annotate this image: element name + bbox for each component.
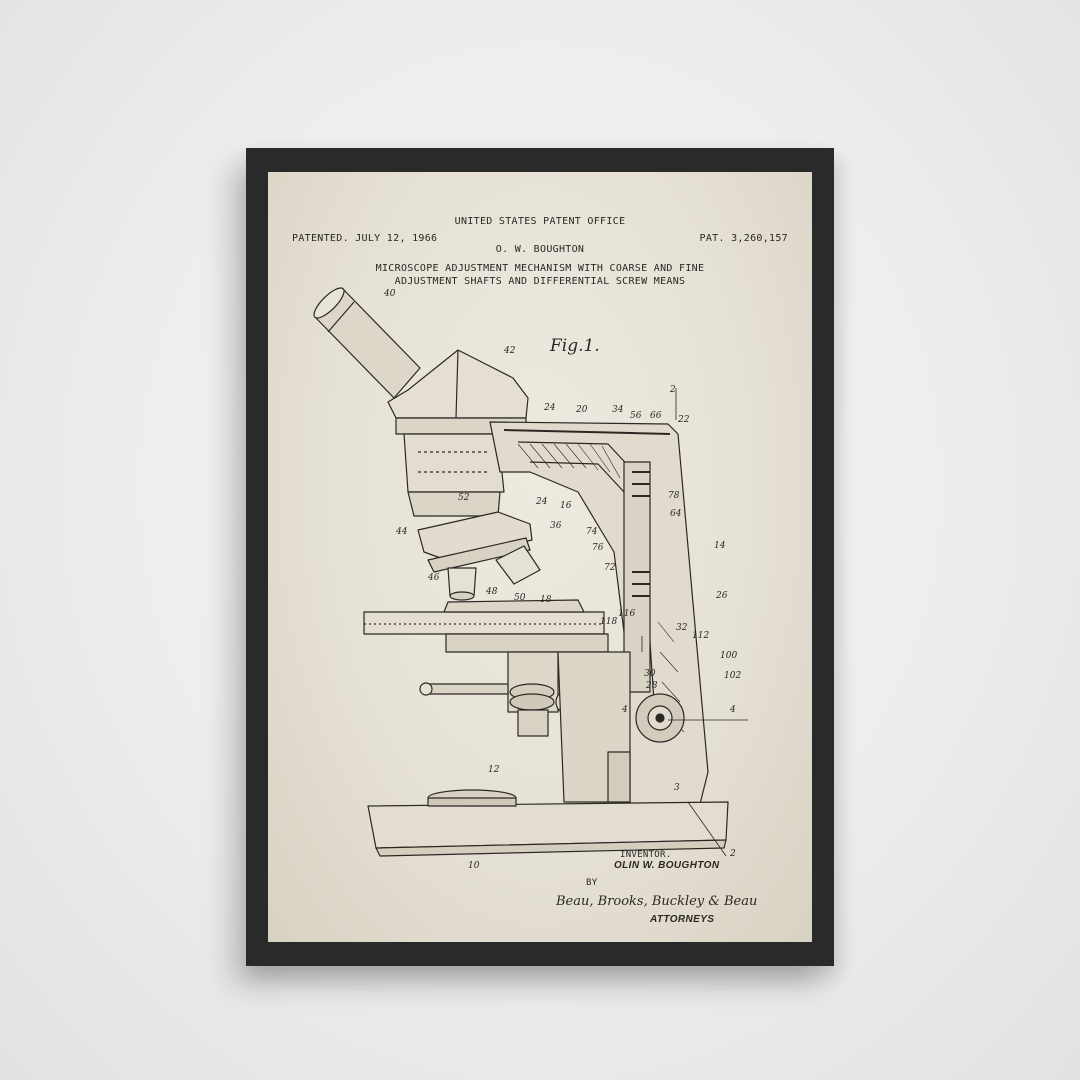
nosepiece-body <box>403 433 505 517</box>
support-pillar <box>557 651 631 803</box>
ref-label: 3 <box>674 783 680 793</box>
ref-label: 24 <box>543 403 556 413</box>
ref-label: 22 <box>677 415 690 425</box>
ref-label: 2 <box>729 849 736 859</box>
ref-label: 28 <box>645 681 658 691</box>
ref-label: 102 <box>724 671 741 681</box>
ref-label: 50 <box>514 593 526 603</box>
ref-label: 14 <box>714 541 726 551</box>
inventor-label: INVENTOR. <box>620 850 672 860</box>
ref-label: 30 <box>644 669 656 679</box>
ref-label: 12 <box>488 765 500 775</box>
ref-label: 10 <box>468 861 480 871</box>
fine-focus-knob <box>635 693 685 743</box>
ref-label: 4 <box>621 705 628 715</box>
reference-labels: 40 42 24 20 34 56 66 22 2 52 16 24 78 64… <box>383 289 741 871</box>
poster-frame: UNITED STATES PATENT OFFICE PATENTED. JU… <box>246 148 834 966</box>
microscope-base <box>367 789 729 857</box>
ref-label: 46 <box>427 573 440 583</box>
ref-label: 72 <box>604 563 616 573</box>
ref-label: 44 <box>395 527 408 537</box>
ref-label: 18 <box>540 595 552 605</box>
ref-label: 100 <box>720 651 737 661</box>
ref-label: 66 <box>650 411 662 421</box>
ref-label: 32 <box>676 623 688 633</box>
patented-date: PATENTED. JULY 12, 1966 <box>292 233 438 244</box>
patent-title-line-1: MICROSCOPE ADJUSTMENT MECHANISM WITH COA… <box>375 263 705 274</box>
specimen-stage <box>363 599 609 653</box>
eyepiece-tube <box>313 287 421 399</box>
figure-label: Fig.1. <box>550 336 600 356</box>
ref-label: 116 <box>618 609 635 619</box>
ref-label: 4 <box>729 705 736 715</box>
patent-paper: UNITED STATES PATENT OFFICE PATENTED. JU… <box>268 172 812 942</box>
inventor-header: O. W. BOUGHTON <box>495 244 585 255</box>
ref-label: 64 <box>670 509 682 519</box>
ref-label: 16 <box>560 501 572 511</box>
microscope-drawing: 40 42 24 20 34 56 66 22 2 52 16 24 78 64… <box>313 287 748 871</box>
by-label: BY <box>586 878 598 888</box>
objectives <box>447 545 541 601</box>
ref-label: 34 <box>612 405 624 415</box>
inventor-name: OLIN W. BOUGHTON <box>614 860 720 871</box>
patent-title-line-2: ADJUSTMENT SHAFTS AND DIFFERENTIAL SCREW… <box>394 276 686 287</box>
ref-label: 24 <box>535 497 548 507</box>
patent-number: PAT. 3,260,157 <box>699 233 788 244</box>
ref-label: 26 <box>715 591 728 601</box>
ref-label: 52 <box>458 493 470 503</box>
attorneys-label: ATTORNEYS <box>650 914 715 925</box>
ref-label: 42 <box>503 346 516 356</box>
ref-label: 74 <box>586 527 598 537</box>
ref-label: 48 <box>485 587 498 597</box>
ref-label: 20 <box>575 405 588 415</box>
ref-label: 76 <box>592 543 604 553</box>
attorney-signature: Beau, Brooks, Buckley & Beau <box>556 894 758 909</box>
ref-label: 2 <box>669 385 676 395</box>
patent-office-heading: UNITED STATES PATENT OFFICE <box>454 216 626 227</box>
ref-label: 78 <box>668 491 680 501</box>
ref-label: 118 <box>600 617 617 627</box>
ref-label: 112 <box>692 631 709 641</box>
ref-label: 36 <box>550 521 562 531</box>
ref-label: 40 <box>383 289 396 299</box>
section-lines <box>641 388 748 857</box>
ref-label: 56 <box>630 411 642 421</box>
objective-turret <box>417 511 533 573</box>
